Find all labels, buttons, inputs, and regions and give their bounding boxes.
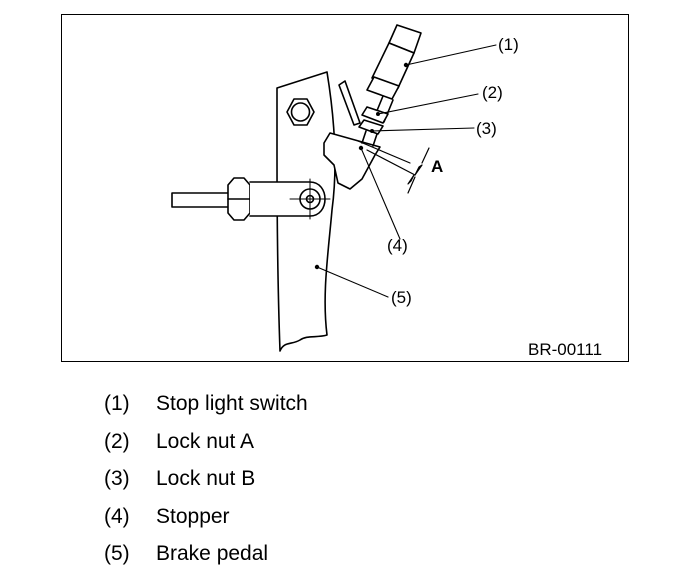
legend-item: (5) Brake pedal <box>104 540 308 578</box>
legend-item: (1) Stop light switch <box>104 390 308 428</box>
switch-bracket <box>338 80 361 126</box>
stopper-bracket <box>323 132 381 190</box>
brake-pedal-arm <box>276 71 336 352</box>
stop-light-switch <box>358 24 422 147</box>
callout-4: (4) <box>387 236 408 255</box>
pushrod-clevis <box>171 177 331 221</box>
legend-text: Stopper <box>156 504 230 528</box>
leader-3 <box>371 127 475 132</box>
pedal-bolt <box>286 98 315 126</box>
legend-item: (2) Lock nut A <box>104 428 308 466</box>
legend-text: Stop light switch <box>156 392 308 415</box>
callout-5: (5) <box>391 288 412 307</box>
legend-number: (4) <box>104 504 130 528</box>
callout-2: (2) <box>482 83 503 102</box>
dimension-label-a: A <box>431 157 443 176</box>
leader-5 <box>316 266 389 298</box>
figure-code: BR-00111 <box>528 340 602 359</box>
parts-legend: (1) Stop light switch (2) Lock nut A (3)… <box>104 390 308 578</box>
brake-pedal-diagram: (1) (2) (3) (4) (5) A BR-00111 <box>171 24 602 359</box>
legend-number: (2) <box>104 429 130 453</box>
legend-text: Lock nut B <box>156 467 256 490</box>
leader-4 <box>360 147 401 240</box>
legend-number: (3) <box>104 467 130 490</box>
callout-3: (3) <box>476 119 497 138</box>
callout-1: (1) <box>498 35 519 54</box>
leader-lines <box>316 44 497 298</box>
legend-number: (5) <box>104 542 130 565</box>
figure-frame: (1) (2) (3) (4) (5) A BR-00111 <box>61 14 629 362</box>
legend-item: (4) Stopper <box>104 503 308 541</box>
legend-item: (3) Lock nut B <box>104 465 308 503</box>
dimension-a <box>357 140 430 194</box>
legend-number: (1) <box>104 392 130 415</box>
leader-1 <box>405 44 497 66</box>
leader-2 <box>377 93 479 115</box>
legend-text: Brake pedal <box>156 542 269 565</box>
legend-text: Lock nut A <box>156 429 255 453</box>
